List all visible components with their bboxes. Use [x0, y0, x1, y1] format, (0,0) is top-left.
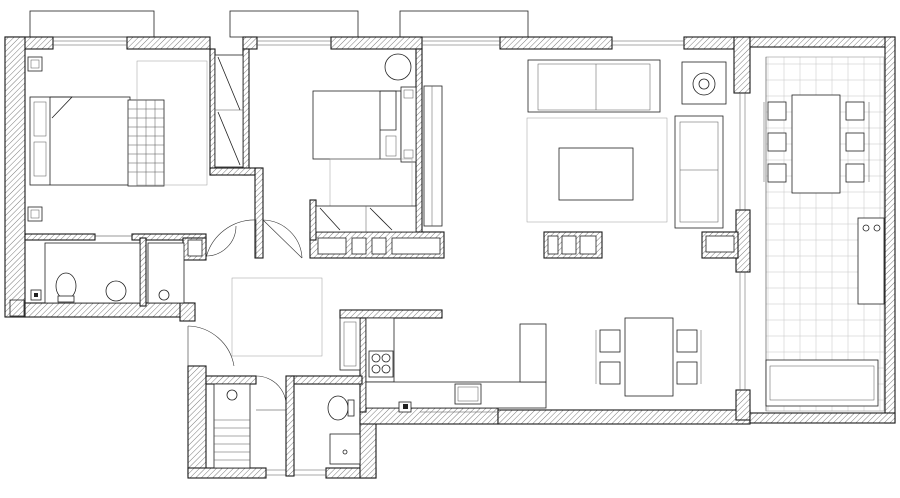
entry-hall: [231, 277, 323, 357]
living-room: [526, 59, 727, 229]
doors: [95, 219, 303, 411]
exterior-walls: [4, 36, 751, 479]
window-boxes: [29, 10, 529, 38]
stair-and-wc: [213, 383, 361, 469]
terrace: [749, 36, 896, 424]
master-bedroom: [27, 54, 244, 222]
bedroom-two: [312, 53, 443, 233]
master-bath: [30, 242, 185, 304]
dining-area: [595, 317, 702, 397]
kitchen: [339, 317, 547, 413]
pillar-cutouts: [187, 235, 735, 257]
